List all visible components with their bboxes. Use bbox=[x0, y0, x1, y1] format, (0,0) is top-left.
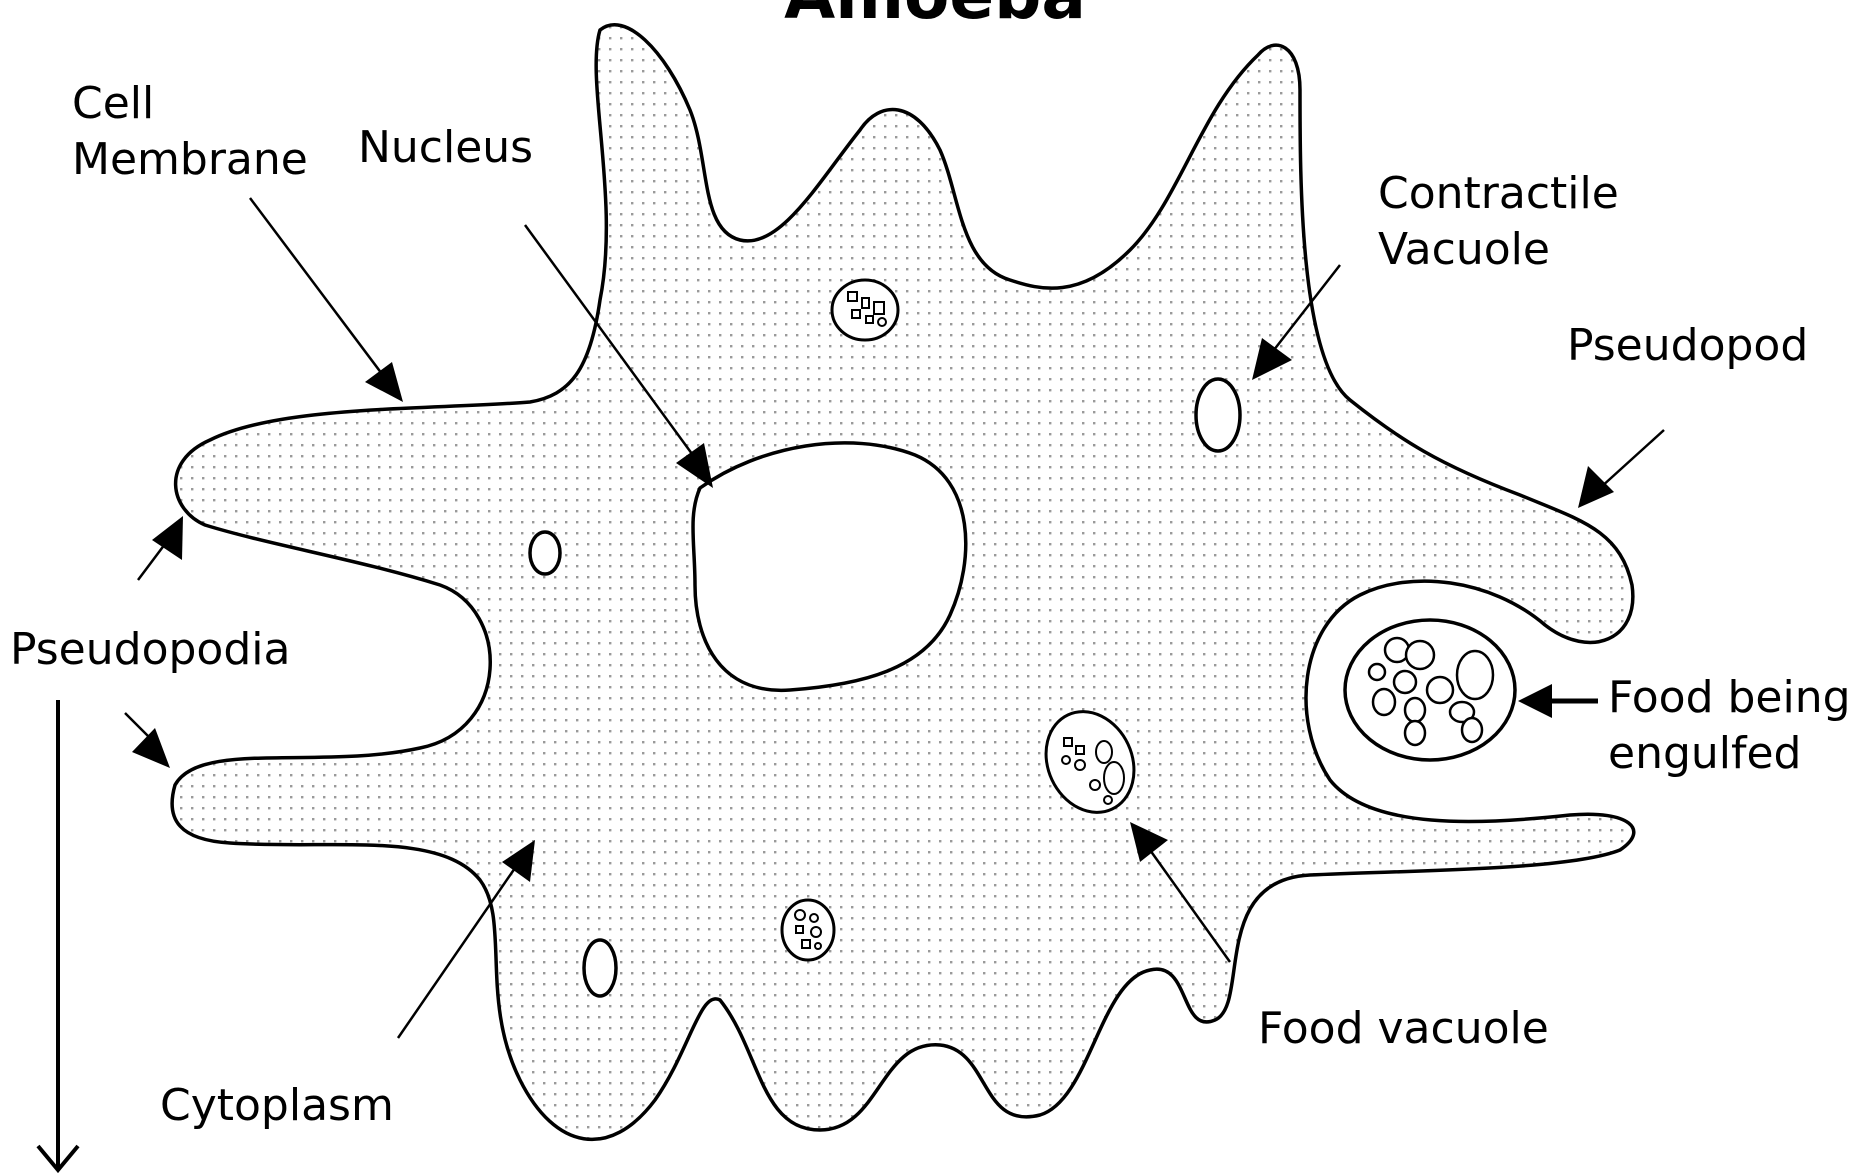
small-vacuole bbox=[584, 940, 616, 996]
diagram-title: Amoeba bbox=[784, 0, 1086, 34]
food-being-engulfed bbox=[1345, 620, 1515, 760]
food-particle-top bbox=[832, 280, 898, 340]
arrow-pseudopod bbox=[1578, 430, 1664, 508]
label-food-vacuole: Food vacuole bbox=[1258, 1003, 1549, 1054]
food-particle-bottom bbox=[782, 900, 834, 960]
label-cytoplasm: Cytoplasm bbox=[160, 1080, 394, 1131]
label-nucleus: Nucleus bbox=[358, 122, 533, 173]
arrow-cell-membrane bbox=[250, 198, 403, 402]
label-contractile-vacuole: Contractile Vacuole bbox=[1378, 168, 1633, 275]
arrow-food-being-engulfed bbox=[1518, 684, 1598, 718]
arrow-pseudopodia-upper bbox=[138, 516, 183, 580]
contractile-vacuole bbox=[1196, 379, 1240, 451]
arrow-vertical-down bbox=[38, 700, 78, 1170]
arrow-pseudopodia-lower bbox=[125, 713, 170, 768]
label-food-being-engulfed: Food being engulfed bbox=[1608, 672, 1850, 779]
label-cell-membrane: Cell Membrane bbox=[72, 78, 308, 185]
label-pseudopod: Pseudopod bbox=[1567, 320, 1808, 371]
small-vacuole bbox=[530, 532, 560, 574]
label-pseudopodia: Pseudopodia bbox=[10, 624, 290, 675]
